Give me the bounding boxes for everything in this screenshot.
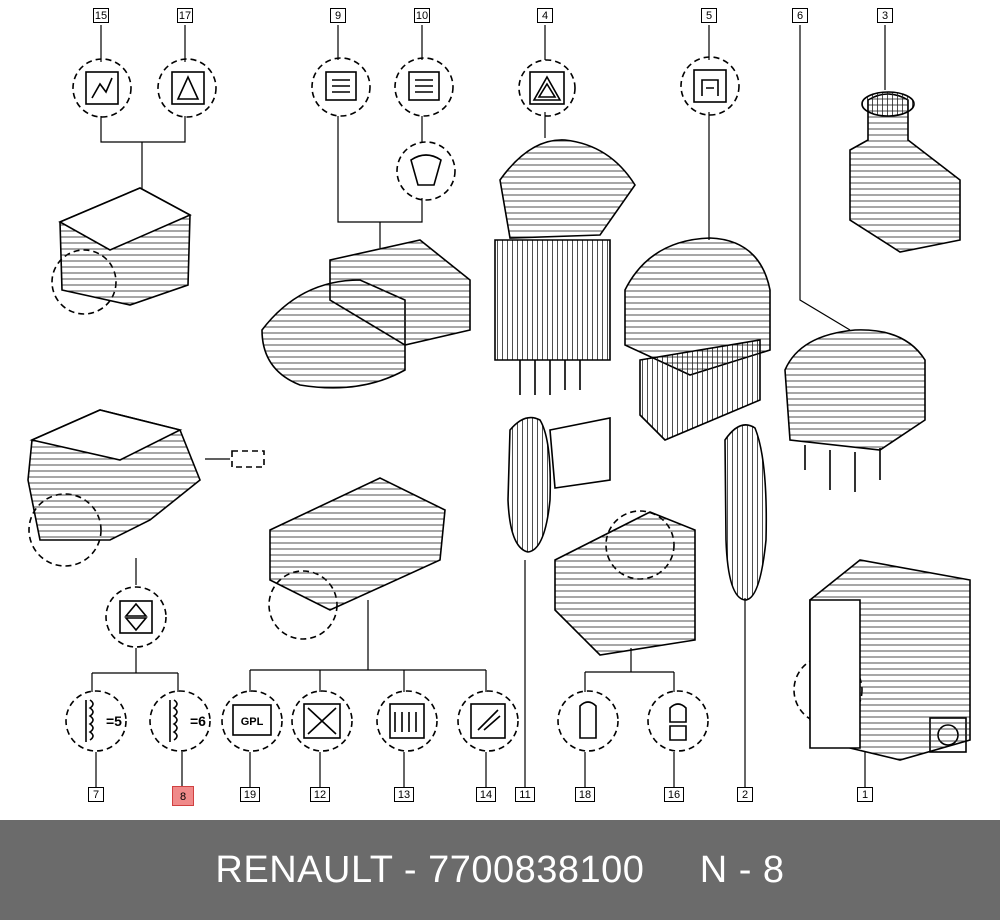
reference-prefix: N - (699, 848, 763, 891)
reference-number: 8 (762, 848, 785, 891)
callout-2: 2 (737, 787, 753, 802)
callout-4: 4 (537, 8, 553, 23)
callout-3: 3 (877, 8, 893, 23)
callout-19: 19 (240, 787, 260, 802)
callout-6: 6 (792, 8, 808, 23)
callout-12: 12 (310, 787, 330, 802)
parts-diagram: GPL =5 =6 15 17 9 10 4 5 6 3 7 8 19 12 1… (27, 8, 971, 806)
symbol-labels: GPL =5 =6 (106, 713, 264, 729)
callout-5: 5 (701, 8, 717, 23)
leader-lines (91, 25, 886, 787)
callout-18: 18 (575, 787, 595, 802)
callout-15: 15 (93, 8, 109, 23)
diagram-drawing: GPL =5 =6 (27, 25, 971, 787)
brand-separator: - (392, 848, 429, 891)
callout-1: 1 (857, 787, 873, 802)
callout-7: 7 (88, 787, 104, 802)
footer-caption: RENAULT - 7700838100 N - 8 (215, 849, 784, 892)
brand-name: RENAULT (215, 848, 393, 891)
callout-17: 17 (177, 8, 193, 23)
callout-9: 9 (330, 8, 346, 23)
footer-bar: RENAULT - 7700838100 N - 8 (0, 820, 1000, 920)
caption-gap (644, 849, 699, 891)
heat-5-label: =5 (106, 713, 122, 729)
heat-6-label: =6 (190, 713, 206, 729)
switch-bodies (27, 91, 971, 761)
callout-16: 16 (664, 787, 684, 802)
callout-8-highlighted: 8 (172, 786, 194, 806)
symbol-icons (85, 69, 967, 753)
callout-10: 10 (414, 8, 430, 23)
gpl-label: GPL (241, 716, 264, 728)
callout-13: 13 (394, 787, 414, 802)
part-number: 7700838100 (428, 848, 645, 891)
callout-11: 11 (515, 787, 535, 802)
callout-14: 14 (476, 787, 496, 802)
